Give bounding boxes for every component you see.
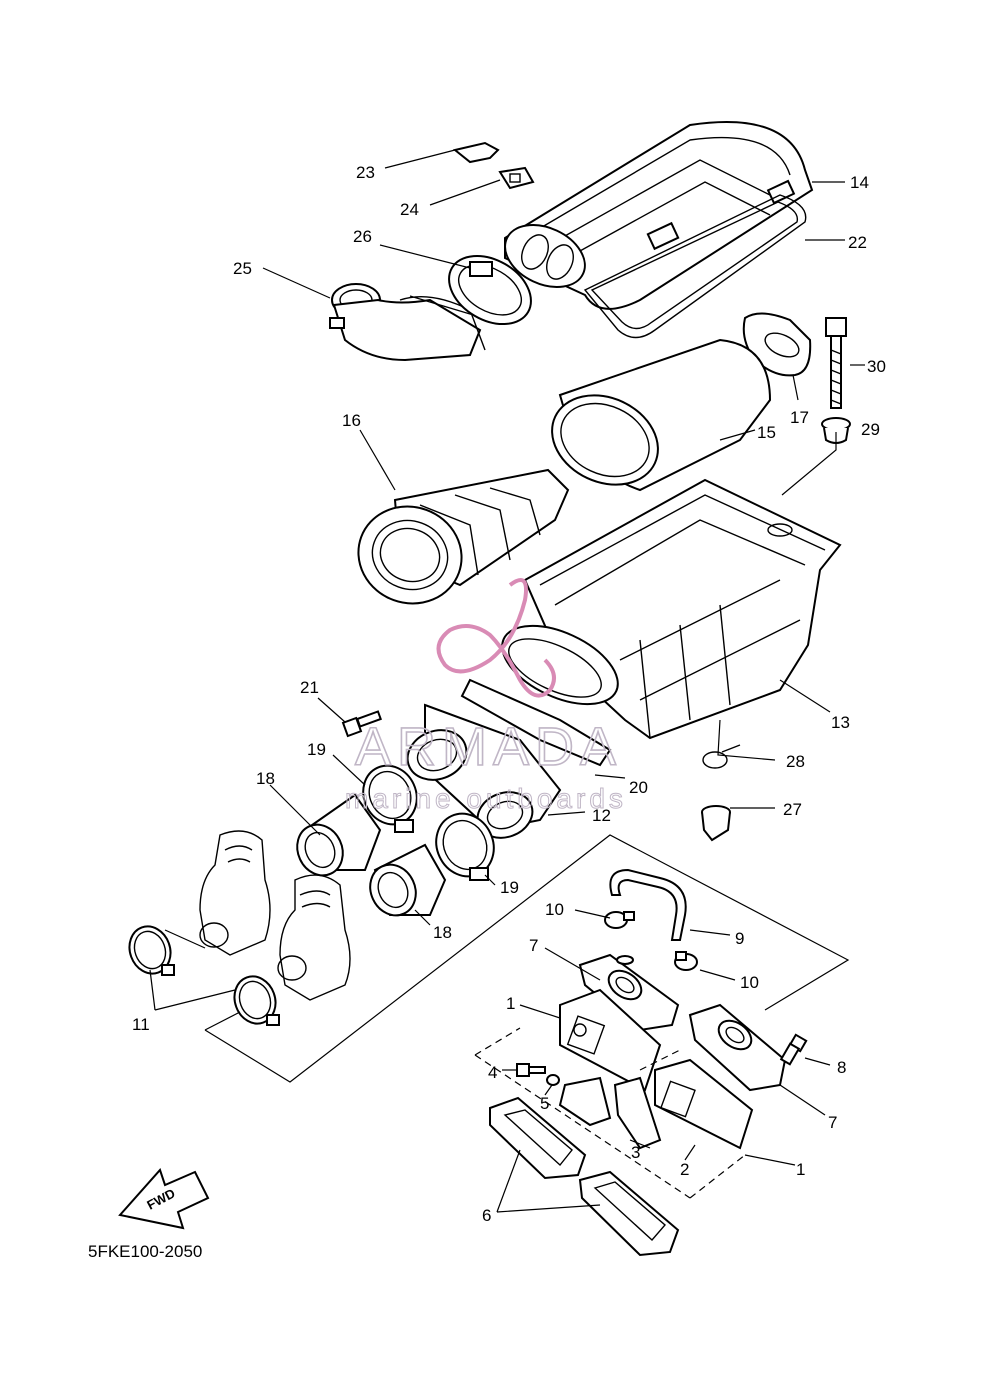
diagram-code: 5FKE100-2050: [88, 1242, 202, 1261]
carburetor-group-outline: [164, 834, 850, 1083]
callout-23: 23: [356, 163, 375, 182]
callout-7-lower: 7: [828, 1113, 837, 1132]
callout-18-lower: 18: [433, 923, 452, 942]
part-19-clamp-lower: [435, 812, 495, 881]
callout-1-lower: 1: [796, 1160, 805, 1179]
part-11-clamp-lower: [233, 975, 280, 1026]
callout-17: 17: [790, 408, 809, 427]
callout-10-lower: 10: [740, 973, 759, 992]
watermark-title: ARMADA: [355, 717, 622, 777]
part-3-reed-stopper: [613, 1076, 662, 1150]
part-19-clamp-upper: [362, 764, 418, 833]
part-5-washer: [546, 1074, 560, 1086]
watermark: ARMADA marine outboards: [345, 578, 627, 815]
part-25-air-joint: [329, 283, 491, 362]
callout-13: 13: [831, 713, 850, 732]
callout-15: 15: [757, 423, 776, 442]
part-16-filter-guide: [357, 468, 570, 605]
part-20-joint-gasket: [460, 678, 612, 767]
part-15-filter-element: [551, 338, 772, 492]
callout-10-upper: 10: [545, 900, 564, 919]
callout-26: 26: [353, 227, 372, 246]
callout-16: 16: [342, 411, 361, 430]
callout-29: 29: [861, 420, 880, 439]
callout-28: 28: [786, 752, 805, 771]
part-21-screw: [341, 710, 382, 738]
callout-1-upper: 1: [506, 994, 515, 1013]
callout-4: 4: [488, 1063, 497, 1082]
part-24-clip: [498, 166, 535, 190]
callout-27: 27: [783, 800, 802, 819]
callout-30: 30: [867, 357, 886, 376]
callout-9: 9: [735, 929, 744, 948]
part-2-reed-valve: [654, 1058, 754, 1150]
part-28-clip: [702, 744, 741, 769]
part-10-hose-clip-upper: [604, 911, 635, 929]
part-8-bolt: [779, 1033, 808, 1066]
callout-24: 24: [400, 200, 419, 219]
callout-3: 3: [631, 1143, 640, 1162]
part-6-gasket-right: [578, 1170, 680, 1257]
callout-5: 5: [540, 1094, 549, 1113]
part-30-bolt: [825, 317, 847, 409]
watermark-subtitle: marine outboards: [345, 783, 627, 814]
part-23-clip: [452, 141, 500, 164]
callout-21: 21: [300, 678, 319, 697]
part-9-hose: [609, 868, 687, 941]
part-14-airbox-cover: [504, 121, 814, 310]
carburetor-assembly: [199, 830, 351, 1001]
callout-8: 8: [837, 1058, 846, 1077]
part-13-airbox-case: [501, 478, 842, 740]
callout-6: 6: [482, 1206, 491, 1225]
callout-18-upper: 18: [256, 769, 275, 788]
watermark-logo-mark: [436, 578, 556, 698]
callout-labels: 23 24 25 26 14 22 30 17 29 15 16 13 21 1…: [132, 163, 886, 1225]
callout-7-upper: 7: [529, 936, 538, 955]
part-4-screw: [516, 1063, 546, 1077]
callout-12: 12: [592, 806, 611, 825]
part-29-grommet: [821, 417, 851, 444]
part-18-joint-upper: [296, 793, 382, 877]
part-7-reed-seat-left: [578, 953, 680, 1032]
part-12-carburetor-joint: [406, 703, 562, 839]
callout-20: 20: [629, 778, 648, 797]
part-22-cover-gasket: [583, 194, 807, 339]
leader-lines: [149, 149, 865, 1213]
reed-group-outline: [474, 1027, 746, 1199]
part-6-gasket-left: [489, 1096, 587, 1180]
forward-arrow: FWD: [118, 1168, 210, 1230]
part-27-drain-pipe: [701, 805, 731, 842]
callout-11: 11: [132, 1015, 150, 1034]
callout-25: 25: [233, 259, 252, 278]
part-1-reed-valve-left: [559, 988, 662, 1092]
part-11-clamp-upper: [128, 925, 175, 976]
callout-14: 14: [850, 173, 869, 192]
callout-19-upper: 19: [307, 740, 326, 759]
callout-22: 22: [848, 233, 867, 252]
part-18-joint-lower: [369, 843, 447, 917]
callout-2: 2: [680, 1160, 689, 1179]
part-reed-petal: [558, 1076, 612, 1127]
part-26-band: [448, 254, 532, 326]
part-10-hose-clip-lower: [674, 951, 698, 971]
callout-19-lower: 19: [500, 878, 519, 897]
